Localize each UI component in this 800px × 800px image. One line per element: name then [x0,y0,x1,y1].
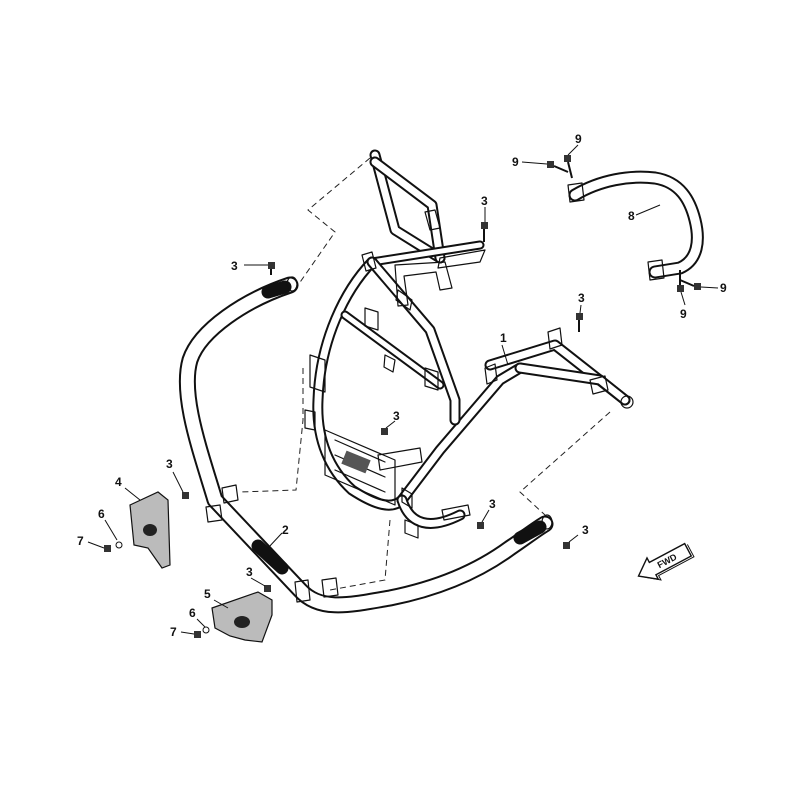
callout-part-6: 6 [98,507,105,521]
callout-part-3: 3 [481,194,488,208]
rear-bar [567,170,704,281]
callout-part-7: 7 [170,625,177,639]
callout-part-3: 3 [393,409,400,423]
bolt-icon [381,428,388,435]
callout-labels: 1 2 3 3 3 3 3 3 3 3 4 5 6 6 7 7 8 9 9 9 … [77,132,727,639]
assembly-dashed-lines [239,157,611,591]
bolt-icon [564,155,573,179]
front-bumper [178,276,554,614]
washer-icon [115,541,123,549]
bolt-icon [547,161,569,173]
callout-part-9: 9 [720,281,727,295]
guard-right [211,591,273,643]
bolt-icon [481,222,488,242]
callout-part-3: 3 [582,523,589,537]
washer-icon [202,626,210,634]
callout-part-3: 3 [166,457,173,471]
screw-icon [194,631,201,638]
callout-part-8: 8 [628,209,635,223]
callout-part-9: 9 [680,307,687,321]
bolt-icon [477,522,484,529]
leader-lines [87,144,719,635]
callout-part-7: 7 [77,534,84,548]
callout-part-3: 3 [231,259,238,273]
bolt-icon [264,585,271,592]
callout-part-2: 2 [282,523,289,537]
callout-part-4: 4 [115,475,122,489]
callout-part-3: 3 [489,497,496,511]
callout-part-3: 3 [246,565,253,579]
bolt-icon [182,492,189,499]
callout-part-9: 9 [575,132,582,146]
fasteners [104,155,701,638]
callout-part-9: 9 [512,155,519,169]
bolt-icon [679,279,701,290]
forward-arrow-icon: FWD [637,542,695,581]
screw-icon [104,545,111,552]
bolt-icon [576,313,583,332]
callout-part-6: 6 [189,606,196,620]
bolt-icon [268,262,275,275]
callout-part-1: 1 [500,331,507,345]
guard-left [129,491,171,569]
main-frame [304,149,634,539]
bolt-icon [563,542,570,549]
callout-part-3: 3 [578,291,585,305]
bolt-icon [677,270,684,292]
callout-part-5: 5 [204,587,211,601]
